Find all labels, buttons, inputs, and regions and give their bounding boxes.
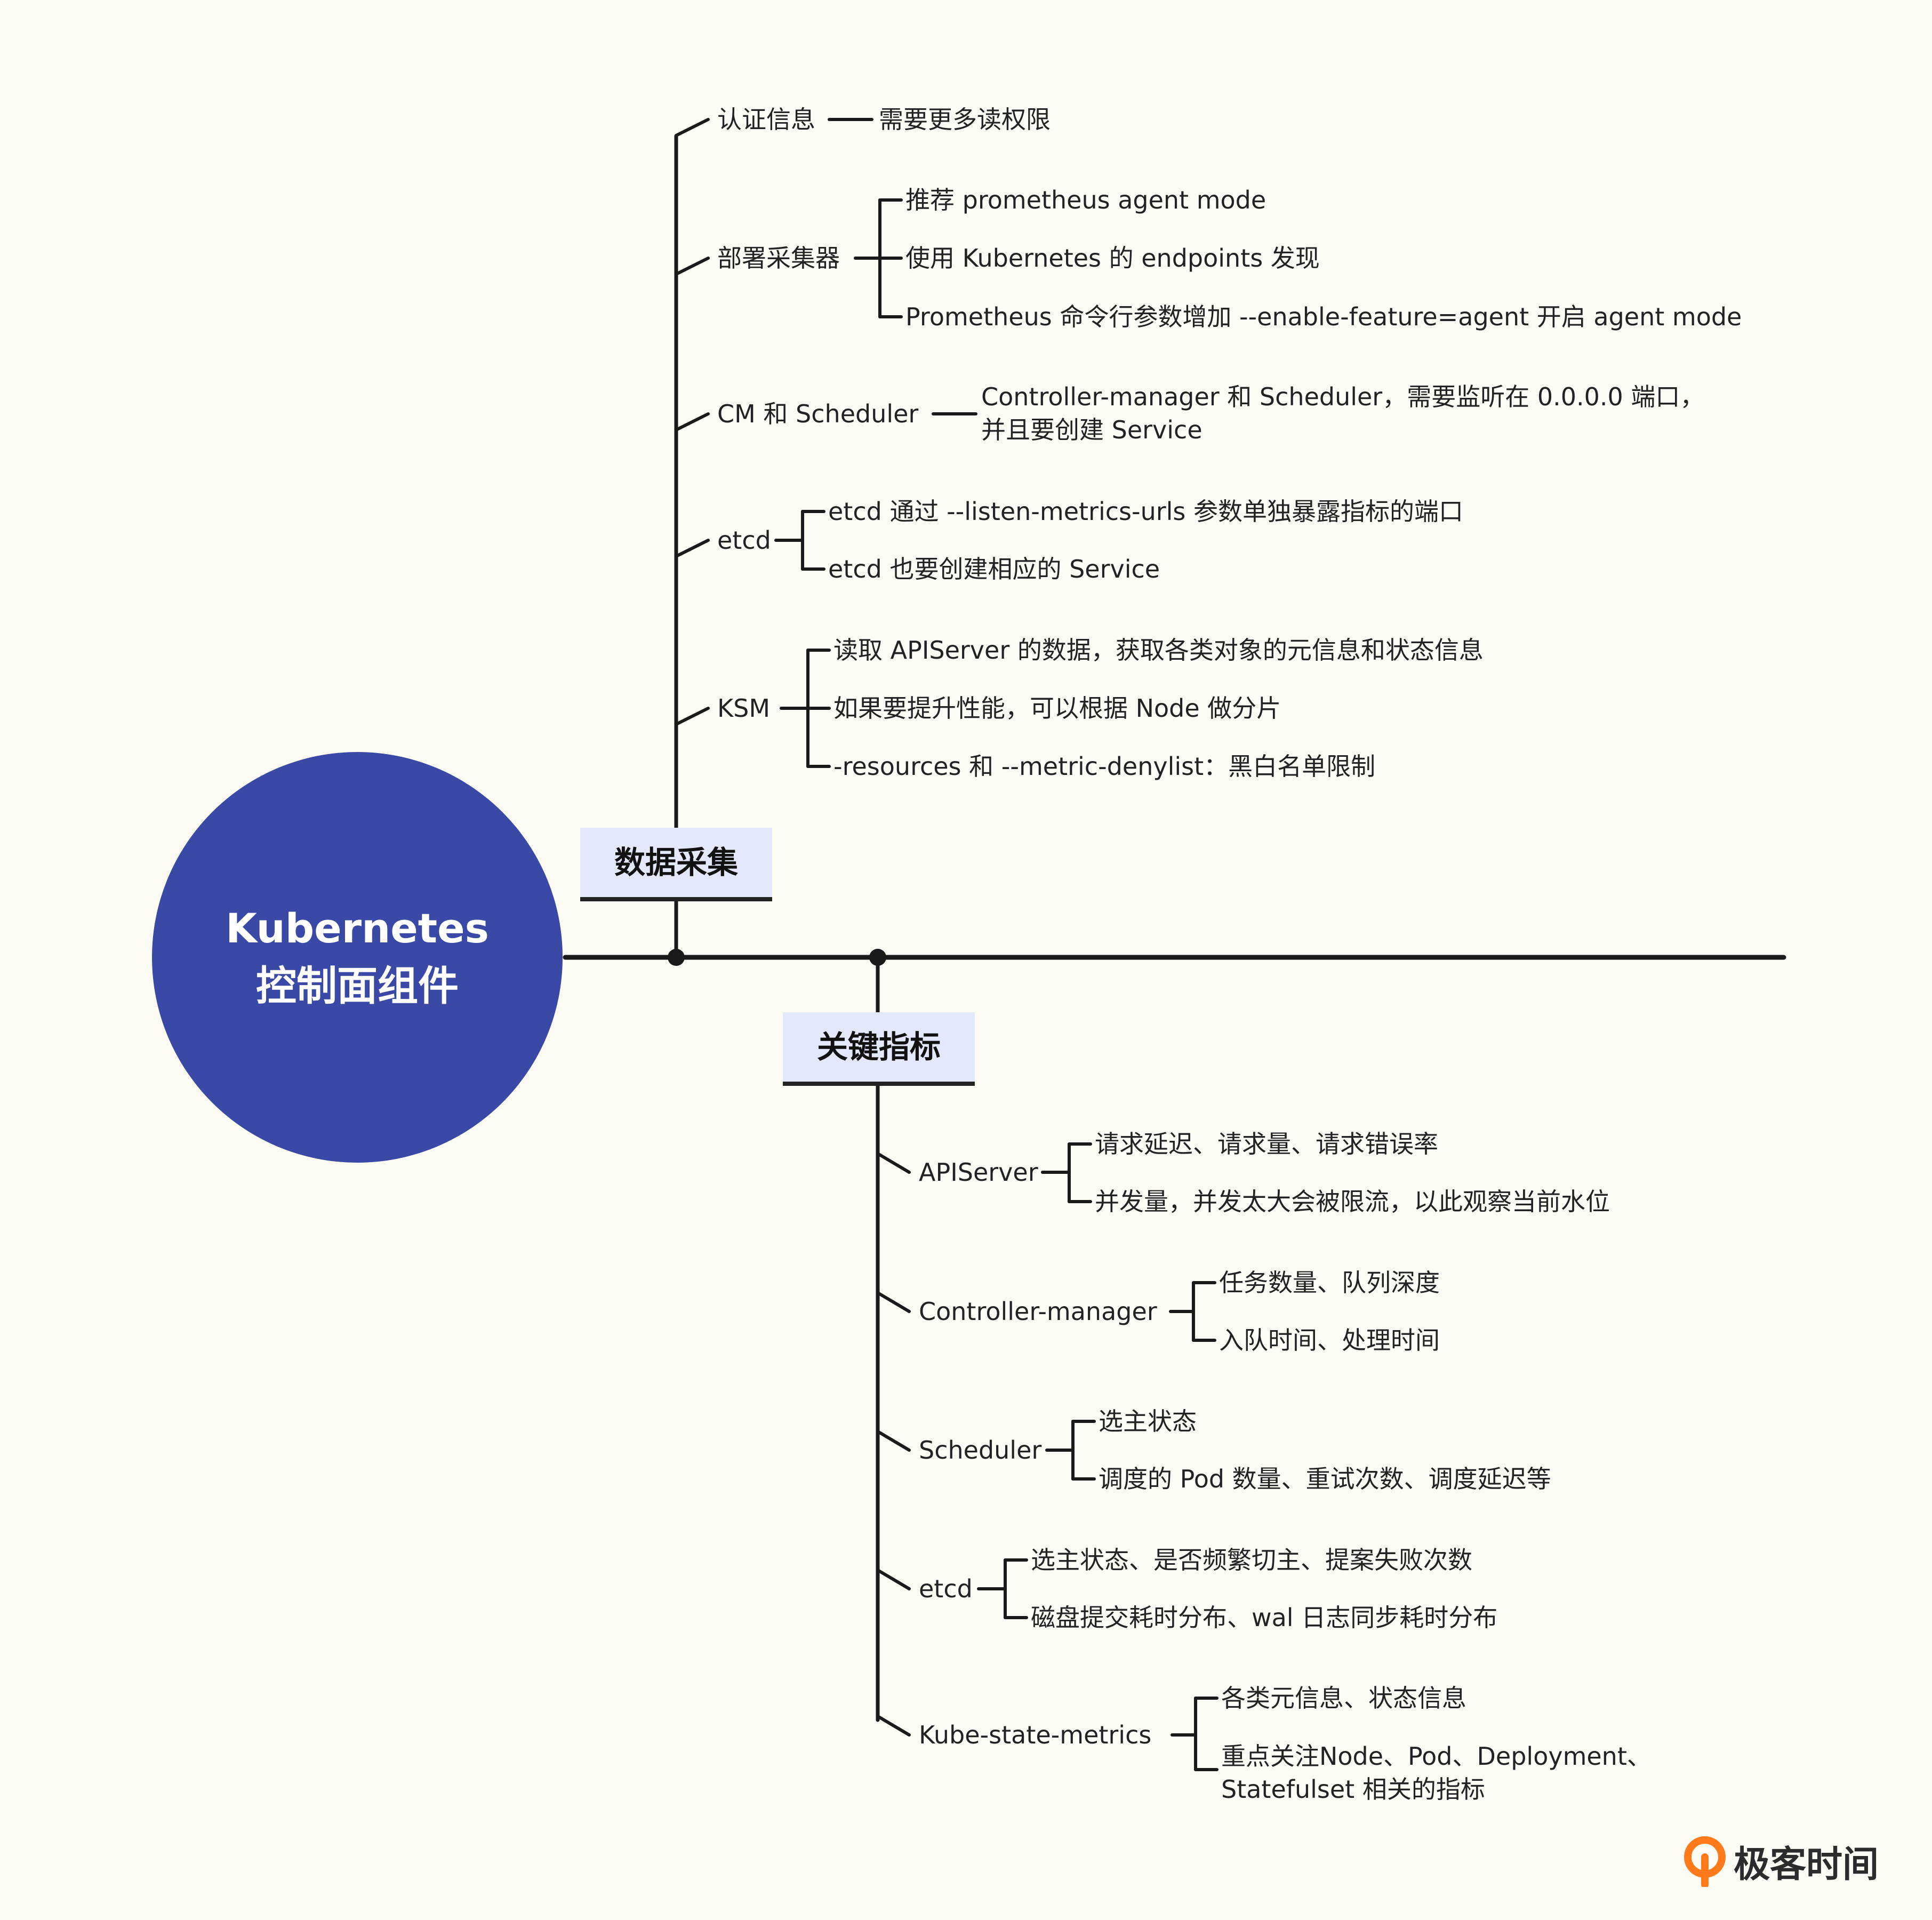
category-data-collection: 数据采集 <box>580 828 772 901</box>
collection-leaf-ksm-2: -resources 和 --metric-denylist：黑白名单限制 <box>833 752 1376 781</box>
collection-item-cm-scheduler: CM 和 Scheduler <box>717 399 919 428</box>
connector-line <box>876 1430 911 1452</box>
collection-leaf-deploy-1: 使用 Kubernetes 的 endpoints 发现 <box>905 244 1320 273</box>
connector-line <box>876 1569 911 1590</box>
brand-name: 极客时间 <box>1734 1844 1879 1886</box>
collection-leaf-cm-scheduler-0: Controller-manager 和 Scheduler，需要监听在 0.0… <box>981 382 1705 444</box>
collection-leaf-deploy-2: Prometheus 命令行参数增加 --enable-feature=agen… <box>905 302 1742 331</box>
metrics-leaf-etcd-1: 磁盘提交耗时分布、wal 日志同步耗时分布 <box>1031 1603 1498 1632</box>
metrics-item-controller-manager: Controller-manager <box>919 1297 1157 1326</box>
collection-item-deploy: 部署采集器 <box>717 244 840 273</box>
connector-line <box>675 539 710 558</box>
connector-line <box>675 707 710 726</box>
connector-line <box>876 1291 911 1313</box>
metrics-leaf-scheduler-0: 选主状态 <box>1099 1407 1197 1436</box>
metrics-leaf-apiserver-0: 请求延迟、请求量、请求错误率 <box>1095 1130 1438 1158</box>
metrics-leaf-scheduler-1: 调度的 Pod 数量、重试次数、调度延迟等 <box>1099 1465 1551 1493</box>
collection-leaf-ksm-0: 读取 APIServer 的数据，获取各类对象的元信息和状态信息 <box>833 636 1484 665</box>
collection-leaf-deploy-0: 推荐 prometheus agent mode <box>905 186 1266 214</box>
connector-line <box>876 1715 911 1737</box>
metrics-item-apiserver: APIServer <box>919 1158 1038 1187</box>
metrics-leaf-controller-manager-0: 任务数量、队列深度 <box>1219 1268 1440 1297</box>
connector-line <box>876 1152 911 1174</box>
collection-item-ksm: KSM <box>717 694 771 723</box>
collection-item-auth: 认证信息 <box>717 105 815 134</box>
metrics-item-ksm: Kube-state-metrics <box>919 1721 1152 1749</box>
connector-line <box>675 412 710 431</box>
root-title: Kubernetes 控制面组件 <box>226 905 489 1010</box>
collection-leaf-etcd-1: etcd 也要创建相应的 Service <box>828 555 1160 583</box>
collection-item-etcd: etcd <box>717 526 771 555</box>
category-key-metrics: 关键指标 <box>783 1012 975 1086</box>
collection-leaf-etcd-0: etcd 通过 --listen-metrics-urls 参数单独暴露指标的端… <box>828 497 1464 526</box>
brand-logo: 极客时间 <box>1682 1835 1879 1887</box>
metrics-leaf-etcd-0: 选主状态、是否频繁切主、提案失败次数 <box>1031 1546 1472 1574</box>
metrics-leaf-apiserver-1: 并发量，并发太大会被限流，以此观察当前水位 <box>1095 1187 1610 1216</box>
root-node: Kubernetes 控制面组件 <box>152 752 563 1163</box>
metrics-leaf-controller-manager-1: 入队时间、处理时间 <box>1219 1326 1440 1355</box>
metrics-leaf-ksm-1: 重点关注Node、Pod、Deployment、 Statefulset 相关的… <box>1221 1742 1652 1804</box>
brand-logo-icon <box>1684 1836 1726 1887</box>
collection-leaf-auth-0: 需要更多读权限 <box>879 105 1051 134</box>
connector-line <box>675 257 710 276</box>
metrics-item-etcd: etcd <box>919 1574 973 1603</box>
metrics-leaf-ksm-0: 各类元信息、状态信息 <box>1221 1684 1466 1713</box>
collection-leaf-ksm-1: 如果要提升性能，可以根据 Node 做分片 <box>833 694 1281 723</box>
connector-line <box>675 118 710 137</box>
metrics-item-scheduler: Scheduler <box>919 1436 1042 1465</box>
